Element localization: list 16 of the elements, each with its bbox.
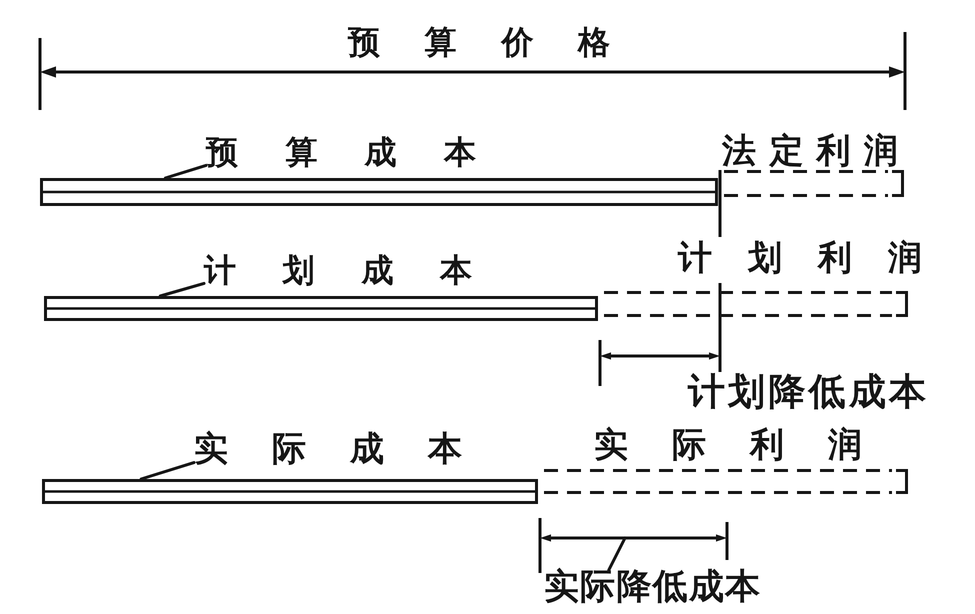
bar-label: 计划利润 (678, 241, 922, 275)
bar-label: 计划成本 (204, 254, 472, 286)
double-line-bar (42, 479, 538, 504)
bar-label: 预算成本 (206, 136, 476, 168)
double-line-bar (40, 178, 718, 206)
bar-label: 法定利润 (722, 134, 898, 168)
bar-label: 实际成本 (194, 432, 462, 466)
dimension-label: 实际降低成本 (544, 570, 760, 605)
dimension-label: 计划降低成本 (688, 373, 926, 410)
bar-label: 实际利润 (594, 428, 862, 462)
leader-line (140, 461, 196, 480)
leader-line (158, 282, 206, 298)
leader-line (607, 536, 626, 572)
dimension-label: 预算价格 (348, 26, 610, 58)
leader-line (164, 164, 208, 180)
double-line-bar (44, 296, 598, 321)
